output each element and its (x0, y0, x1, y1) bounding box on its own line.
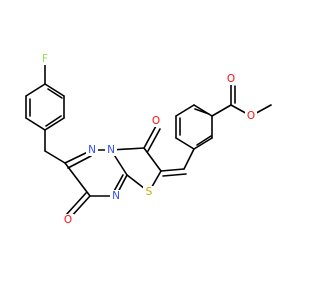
bond (143, 147, 162, 172)
atom-label: N (112, 190, 120, 202)
atom-fluorine: F (39, 53, 51, 65)
bond (25, 83, 46, 97)
bond (211, 104, 232, 117)
bond (44, 117, 65, 131)
bond (175, 137, 195, 150)
bond (25, 117, 46, 131)
atom-label: O (64, 214, 72, 226)
atom-oxygen-ester: O (245, 110, 257, 122)
atom-labels: F O O O N N O N (39, 53, 257, 226)
bond (45, 115, 62, 127)
bond (65, 192, 87, 216)
bond (44, 83, 65, 97)
bond (160, 168, 185, 172)
bond (183, 148, 195, 170)
atom-nitrogen-1: N (86, 144, 98, 156)
atom-oxygen-triazinone: O (62, 214, 74, 226)
atom-label: F (42, 53, 48, 65)
bond (47, 88, 63, 99)
atom-label: O (227, 73, 235, 85)
bond (64, 162, 91, 197)
atom-label: O (152, 115, 160, 127)
bond (193, 137, 213, 150)
bond (44, 150, 66, 164)
bond (67, 155, 92, 169)
atom-nitrogen-2: N (105, 144, 117, 156)
bond (175, 104, 195, 117)
bond (162, 173, 187, 177)
atom-oxygen-carbonyl-ester: O (225, 73, 237, 85)
atom-sulfur: S (143, 186, 155, 198)
bond (194, 108, 210, 115)
molecular-structure: F O O O N N O N (25, 53, 272, 226)
bond (196, 135, 212, 146)
bond (147, 128, 161, 152)
atom-label: O (247, 110, 255, 122)
atom-label: S (146, 186, 153, 198)
atom-label: N (88, 144, 96, 156)
bonds (25, 63, 272, 219)
atom-label: N (107, 144, 115, 156)
atom-nitrogen-3: N (110, 190, 122, 202)
atom-oxygen-thiazolone: O (150, 115, 162, 127)
bond (143, 125, 157, 149)
